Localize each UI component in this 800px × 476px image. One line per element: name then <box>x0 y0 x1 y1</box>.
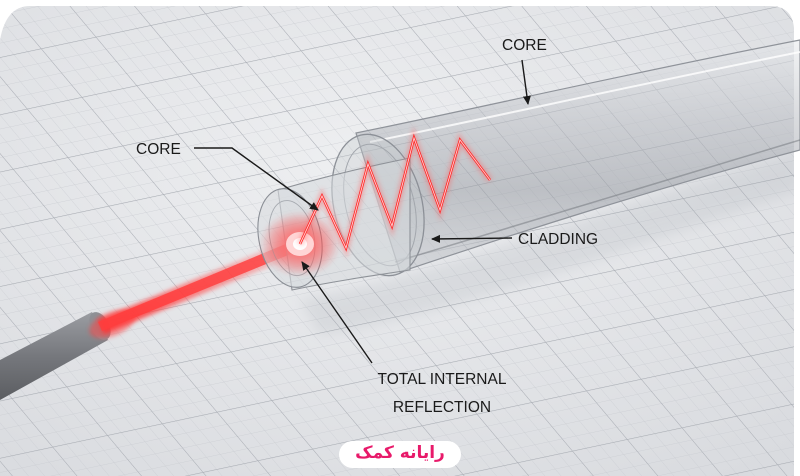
tir-label-line1: TOTAL INTERNAL <box>378 371 507 388</box>
cladding-arrow <box>431 234 513 243</box>
leader-lines <box>194 59 531 364</box>
laser-beam <box>89 235 305 339</box>
cladding-label: CLADDING <box>518 231 598 248</box>
core-left-label: CORE <box>136 141 181 158</box>
brand-watermark: رایانه کمک <box>0 441 800 468</box>
core-top-arrow <box>521 59 531 105</box>
brand-watermark-text: رایانه کمک <box>339 441 461 468</box>
tir-arrow <box>301 261 373 364</box>
core-top-label: CORE <box>502 37 547 54</box>
tir-label-line2: REFLECTION <box>393 399 491 416</box>
diagram-labels: CORE CORE CLADDING TOTAL INTERNAL REFLEC… <box>136 37 598 416</box>
reflection-zigzag <box>296 126 493 259</box>
core-left-arrow <box>194 147 319 211</box>
